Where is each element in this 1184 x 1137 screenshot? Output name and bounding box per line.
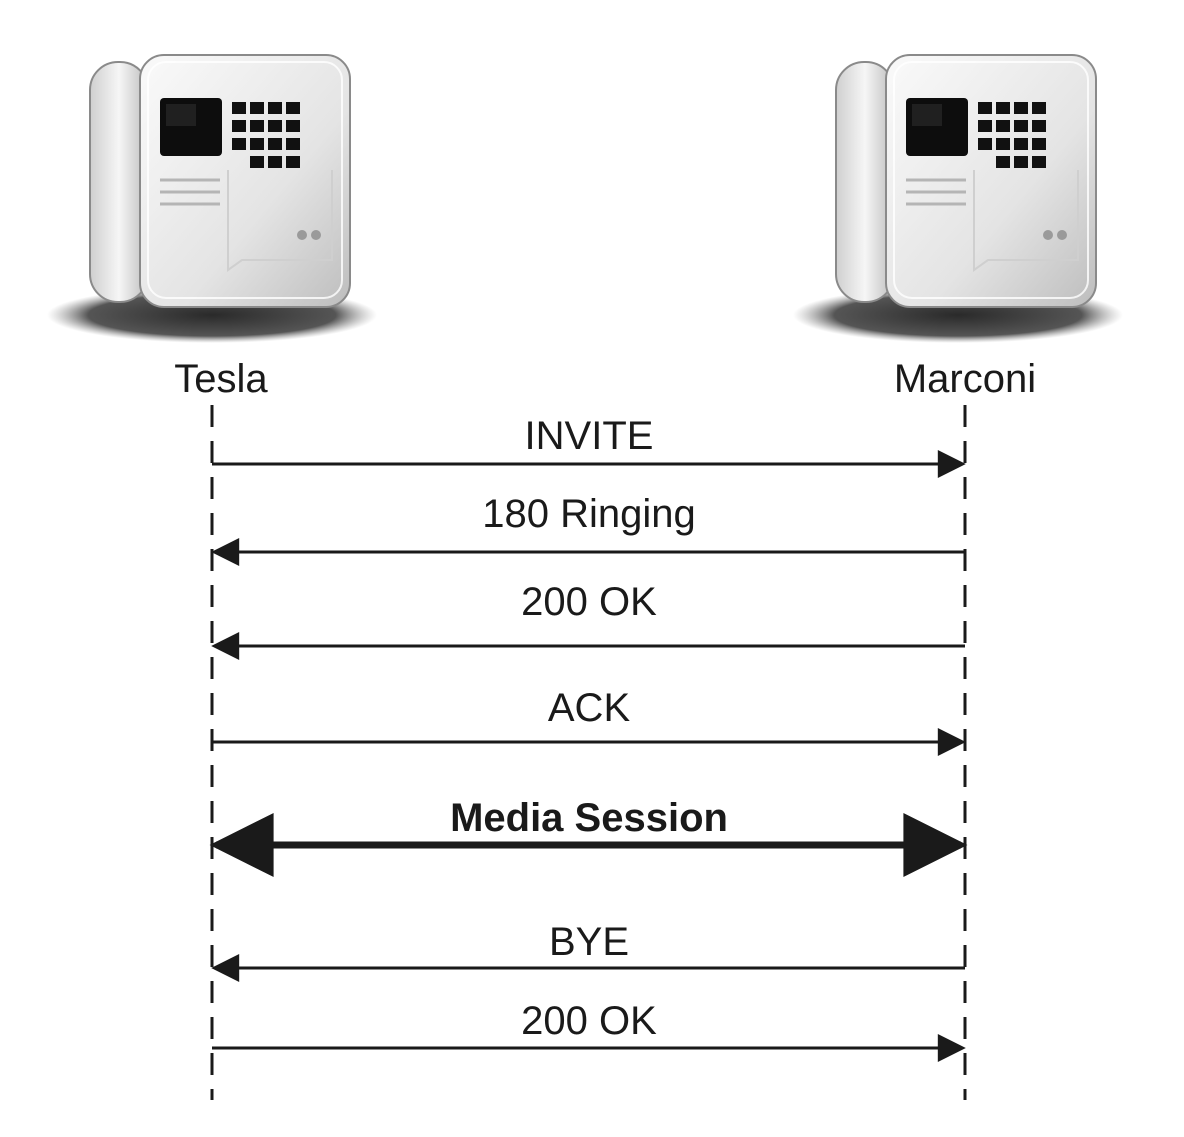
message-label-bye: BYE: [549, 920, 629, 964]
message-label-media-session: Media Session: [450, 796, 728, 840]
participant-label-tesla: Tesla: [174, 357, 268, 401]
message-label-180-ringing: 180 Ringing: [482, 492, 696, 536]
participant-label-marconi: Marconi: [894, 357, 1036, 401]
message-label-200-ok: 200 OK: [521, 580, 657, 624]
tesla-phone-icon: [45, 53, 379, 345]
message-label-ack: ACK: [548, 686, 631, 730]
message-label-200-ok-final: 200 OK: [521, 999, 657, 1043]
marconi-phone-icon: [791, 53, 1125, 345]
message-label-invite: INVITE: [525, 414, 654, 458]
